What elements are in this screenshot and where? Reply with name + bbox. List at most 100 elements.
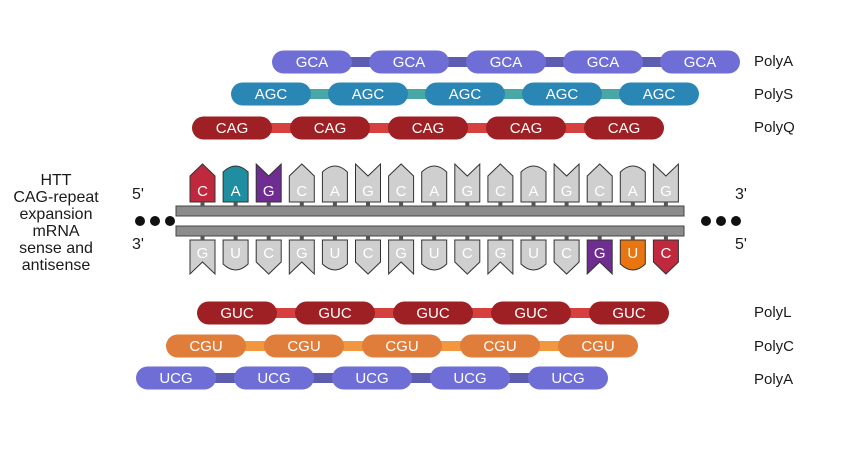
- sense-base: [487, 163, 514, 203]
- antisense-base-letter: C: [363, 245, 374, 262]
- codon-label: CAG: [314, 120, 347, 137]
- title-line: expansion: [19, 206, 93, 223]
- codon-label: GCA: [296, 54, 329, 71]
- antisense-stem: [266, 236, 271, 240]
- antisense-stem: [498, 236, 503, 240]
- sense-stem: [597, 202, 602, 206]
- codon-label: CAG: [412, 120, 445, 137]
- antisense-stem: [597, 236, 602, 240]
- codon-label: AGC: [643, 86, 676, 103]
- antisense-stem: [630, 236, 635, 240]
- antisense-3prime-label: 3': [132, 236, 144, 253]
- title-line: mRNA: [32, 223, 80, 240]
- antisense-base-letter: U: [627, 245, 638, 262]
- codon-label: GUC: [318, 305, 352, 322]
- codon-label: AGC: [255, 86, 288, 103]
- sense-base-letter: A: [528, 183, 538, 200]
- codon-label: CAG: [216, 120, 249, 137]
- antisense-base-letter: G: [296, 245, 308, 262]
- codon-pill: [486, 116, 566, 140]
- antisense-base-letter: G: [495, 245, 507, 262]
- sense-base-letter: G: [263, 183, 275, 200]
- sense-base: [388, 163, 415, 203]
- codon-pill: [619, 82, 699, 106]
- sense-base: [255, 162, 282, 203]
- antisense-base-letter: U: [329, 245, 340, 262]
- antisense-stem: [200, 236, 205, 240]
- sense-backbone: [175, 205, 685, 217]
- codon-pill: [234, 366, 314, 390]
- sense-base: [586, 163, 613, 203]
- codon-pill: [272, 50, 352, 74]
- sense-stem: [465, 202, 470, 206]
- codon-label: UCG: [453, 370, 486, 387]
- antisense-stem: [366, 236, 370, 240]
- sense-base: [321, 165, 348, 203]
- antisense-base: [487, 239, 514, 276]
- codon-label: AGC: [352, 86, 385, 103]
- antisense-stem: [432, 236, 437, 240]
- antisense-base: [388, 239, 415, 276]
- antisense-base-letter: C: [462, 245, 473, 262]
- codon-pill: [192, 116, 272, 140]
- track-label-polyq: PolyQ: [754, 119, 795, 136]
- codon-pill: [522, 82, 602, 106]
- codon-pill: [231, 82, 311, 106]
- sense-base-letter: C: [396, 183, 407, 200]
- sense-base-letter: G: [660, 183, 672, 200]
- antisense-base: [553, 239, 580, 275]
- sense-base: [619, 165, 646, 203]
- antisense-base-letter: U: [528, 245, 539, 262]
- antisense-base: [652, 239, 679, 275]
- sense-base: [652, 162, 679, 203]
- sense-stem: [399, 202, 404, 206]
- sense-stem: [332, 202, 337, 206]
- codon-label: GUC: [220, 305, 254, 322]
- antisense-stem: [332, 236, 337, 240]
- antisense-base: [321, 239, 348, 271]
- antisense-base-letter: C: [660, 245, 671, 262]
- sense-base: [222, 165, 249, 203]
- codon-label: UCG: [355, 370, 388, 387]
- codon-label: GCA: [393, 54, 426, 71]
- codon-label: GUC: [514, 305, 548, 322]
- codon-pill: [589, 301, 669, 325]
- codon-pill: [466, 50, 546, 74]
- sense-base-letter: A: [330, 183, 340, 200]
- ellipsis-dot: [716, 216, 726, 226]
- sense-stem: [531, 202, 536, 206]
- sense-base: [355, 162, 381, 203]
- sense-stem: [233, 202, 238, 206]
- antisense-stem: [465, 236, 470, 240]
- codon-pill: [362, 334, 442, 358]
- sense-base: [454, 162, 481, 203]
- sense-base: [421, 165, 448, 203]
- antisense-5prime-label: 5': [735, 236, 747, 253]
- antisense-base-letter: U: [429, 245, 440, 262]
- codon-pill: [369, 50, 449, 74]
- antisense-base-letter: G: [197, 245, 209, 262]
- sense-base: [189, 163, 216, 203]
- sense-base-letter: G: [561, 183, 573, 200]
- codon-pill: [290, 116, 370, 140]
- antisense-stem: [663, 236, 668, 240]
- codon-pill: [166, 334, 246, 358]
- codon-label: UCG: [257, 370, 290, 387]
- sense-stem: [498, 202, 503, 206]
- ellipsis-dot: [150, 216, 160, 226]
- antisense-base-letter: G: [594, 245, 606, 262]
- antisense-base: [586, 239, 613, 276]
- sense-5prime-label: 5': [132, 186, 144, 203]
- sense-base-letter: C: [197, 183, 208, 200]
- sense-stem: [630, 202, 635, 206]
- antisense-base: [421, 239, 448, 271]
- codon-label: UCG: [551, 370, 584, 387]
- antisense-base: [355, 239, 381, 275]
- codon-pill: [295, 301, 375, 325]
- diagram-title: HTT CAG-repeat expansion mRNA sense and …: [8, 172, 104, 274]
- codon-pill: [491, 301, 571, 325]
- codon-label: CAG: [510, 120, 543, 137]
